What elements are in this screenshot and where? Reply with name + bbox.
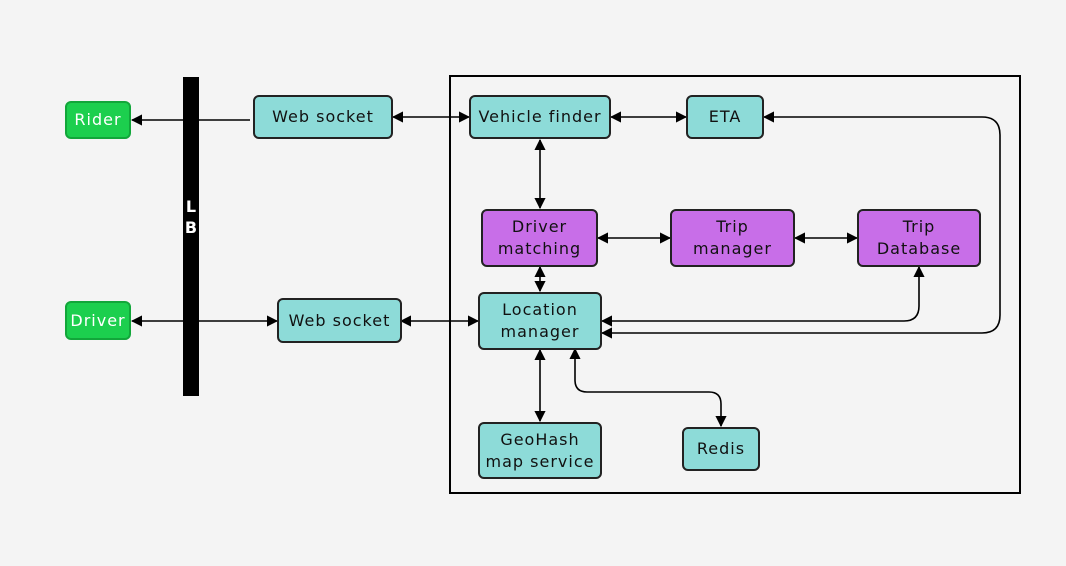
trip-manager-node: Trip manager xyxy=(670,209,795,267)
service-boundary xyxy=(449,75,1021,494)
eta-node: ETA xyxy=(686,95,764,139)
driver-node: Driver xyxy=(65,301,131,340)
driver-matching-node: Driver matching xyxy=(481,209,598,267)
rider-node: Rider xyxy=(65,101,131,139)
edge-trip-database-location-manager xyxy=(600,265,925,327)
edge-eta-location-manager xyxy=(600,111,1001,339)
edge-location-manager-redis xyxy=(569,347,727,428)
location-manager-node: Location manager xyxy=(478,292,602,350)
vehicle-finder-node: Vehicle finder xyxy=(469,95,611,139)
web-socket-bottom-node: Web socket xyxy=(277,298,402,343)
geohash-map-service-node: GeoHash map service xyxy=(478,422,602,479)
load-balancer-label: L B xyxy=(184,197,198,237)
web-socket-top-node: Web socket xyxy=(253,95,393,139)
redis-node: Redis xyxy=(682,427,760,471)
trip-database-node: Trip Database xyxy=(857,209,981,267)
